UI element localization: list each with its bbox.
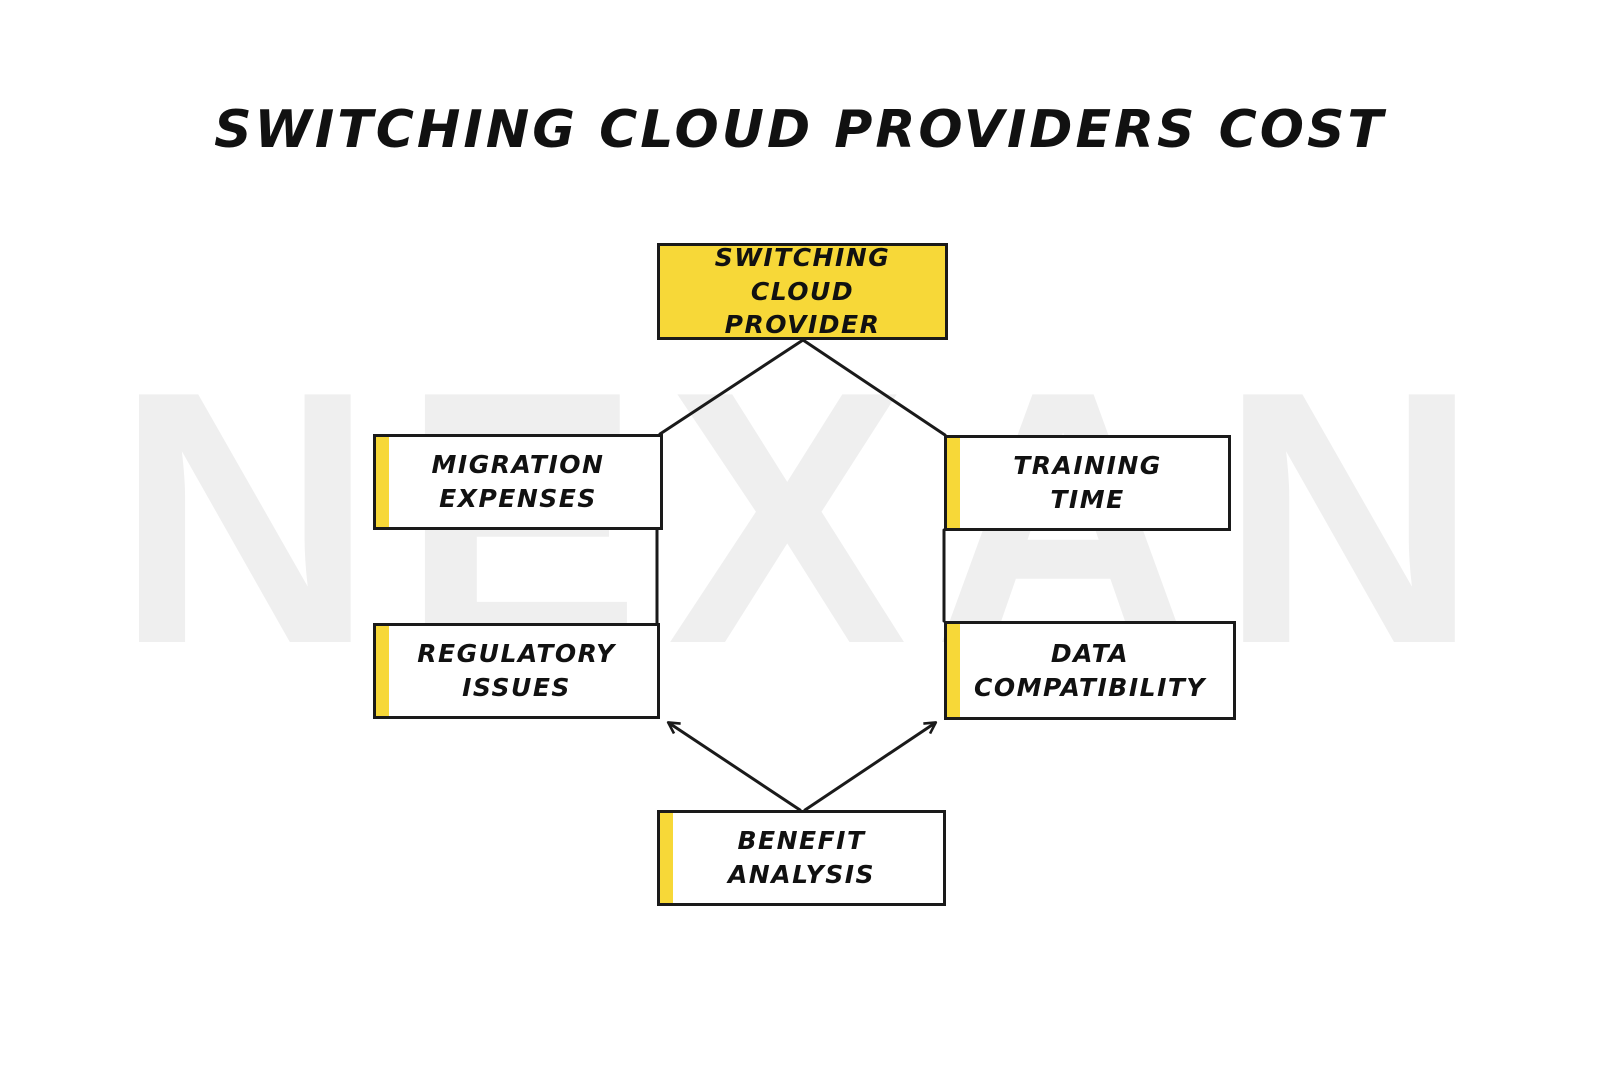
node-data-compatibility: DATA COMPATIBILITY [944,621,1236,720]
page-title: SWITCHING CLOUD PROVIDERS COST [214,100,1386,160]
node-label: SWITCHING CLOUD PROVIDER [714,242,891,340]
node-benefit-analysis: BENEFIT ANALYSIS [657,810,946,906]
edge-root-migration [658,338,805,436]
node-label: TRAINING TIME [1013,451,1162,514]
node-label: BENEFIT ANALYSIS [727,826,876,889]
node-label: DATA COMPATIBILITY [973,638,1207,702]
watermark-logo: NEXAN [114,317,1506,719]
node-label: REGULATORY ISSUES [417,639,616,702]
arrow-benefit-data [803,721,938,812]
node-switching-cloud-provider: SWITCHING CLOUD PROVIDER [657,243,948,340]
node-label: MIGRATION EXPENSES [431,450,605,513]
node-migration-expenses: MIGRATION EXPENSES [373,434,663,530]
edge-root-training [801,338,947,437]
arrow-benefit-regulatory [666,721,802,812]
node-regulatory-issues: REGULATORY ISSUES [373,623,660,719]
node-training-time: TRAINING TIME [944,435,1231,531]
